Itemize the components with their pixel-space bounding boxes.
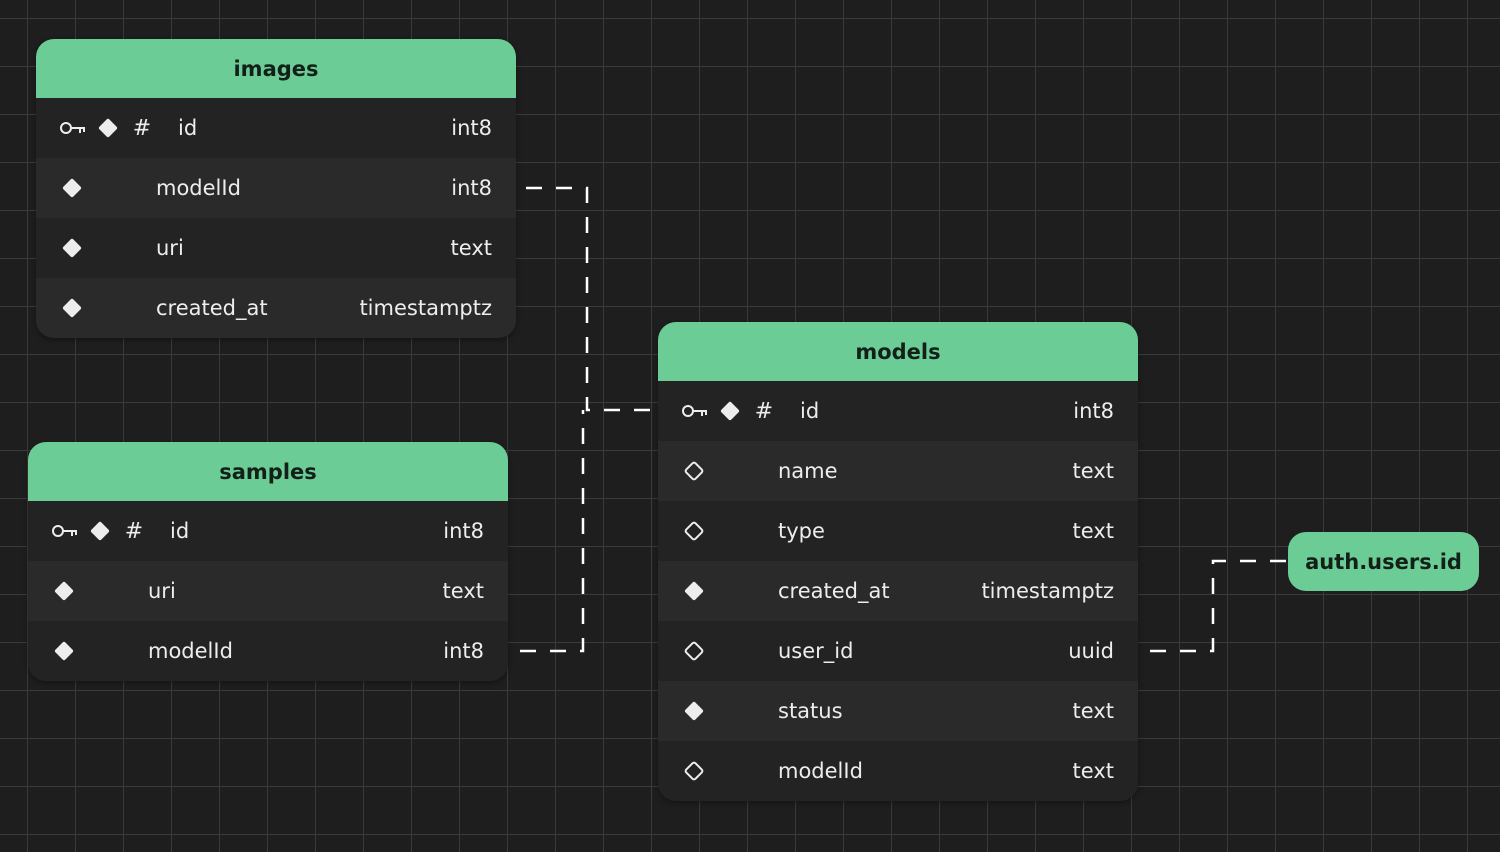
filled-diamond-icon bbox=[718, 381, 742, 441]
hollow-diamond-icon bbox=[682, 621, 706, 681]
column-name: id bbox=[800, 399, 820, 423]
link-images-models bbox=[526, 186, 658, 412]
table-row[interactable]: modelId int8 bbox=[36, 158, 516, 218]
table-row[interactable]: # id int8 bbox=[36, 98, 516, 158]
column-name: modelId bbox=[778, 759, 863, 783]
key-icon bbox=[58, 98, 88, 158]
column-type: int8 bbox=[451, 116, 492, 140]
column-name: status bbox=[778, 699, 843, 723]
table-row[interactable]: user_id uuid bbox=[658, 621, 1138, 681]
filled-diamond-icon bbox=[60, 278, 84, 338]
table-models-header[interactable]: models bbox=[658, 322, 1138, 381]
table-row[interactable]: created_at timestamptz bbox=[36, 278, 516, 338]
table-images[interactable]: images # id int8 modelId int8 uri text bbox=[36, 39, 516, 338]
column-name: id bbox=[178, 116, 198, 140]
column-name: uri bbox=[156, 236, 184, 260]
table-images-header[interactable]: images bbox=[36, 39, 516, 98]
table-samples[interactable]: samples # id int8 uri text modelId int8 bbox=[28, 442, 508, 681]
column-name: user_id bbox=[778, 639, 854, 663]
hollow-diamond-icon bbox=[682, 441, 706, 501]
hash-icon: # bbox=[124, 518, 144, 544]
column-type: text bbox=[1072, 759, 1114, 783]
column-type: timestamptz bbox=[359, 296, 492, 320]
column-type: text bbox=[1072, 459, 1114, 483]
column-type: text bbox=[442, 579, 484, 603]
column-type: int8 bbox=[443, 639, 484, 663]
filled-diamond-icon bbox=[52, 621, 76, 681]
table-row[interactable]: modelId text bbox=[658, 741, 1138, 801]
table-row[interactable]: name text bbox=[658, 441, 1138, 501]
column-name: type bbox=[778, 519, 825, 543]
table-row[interactable]: status text bbox=[658, 681, 1138, 741]
column-type: timestamptz bbox=[981, 579, 1114, 603]
link-models-auth bbox=[1150, 559, 1288, 653]
column-type: text bbox=[450, 236, 492, 260]
column-type: text bbox=[1072, 699, 1114, 723]
table-images-title: images bbox=[233, 56, 319, 81]
external-ref-auth-users-id[interactable]: auth.users.id bbox=[1288, 532, 1479, 591]
column-type: uuid bbox=[1068, 639, 1114, 663]
key-icon bbox=[680, 381, 710, 441]
table-samples-title: samples bbox=[219, 459, 317, 484]
column-type: int8 bbox=[451, 176, 492, 200]
filled-diamond-icon bbox=[88, 501, 112, 561]
table-samples-header[interactable]: samples bbox=[28, 442, 508, 501]
hollow-diamond-icon bbox=[682, 501, 706, 561]
column-name: uri bbox=[148, 579, 176, 603]
external-ref-label: auth.users.id bbox=[1305, 549, 1462, 574]
column-name: modelId bbox=[156, 176, 241, 200]
table-models[interactable]: models # id int8 name text type text bbox=[658, 322, 1138, 801]
column-name: id bbox=[170, 519, 190, 543]
column-name: created_at bbox=[156, 296, 268, 320]
table-row[interactable]: # id int8 bbox=[658, 381, 1138, 441]
filled-diamond-icon bbox=[96, 98, 120, 158]
column-name: created_at bbox=[778, 579, 890, 603]
hash-icon: # bbox=[132, 115, 152, 141]
table-row[interactable]: modelId int8 bbox=[28, 621, 508, 681]
link-samples-models bbox=[520, 410, 585, 653]
column-type: int8 bbox=[1073, 399, 1114, 423]
table-row[interactable]: uri text bbox=[28, 561, 508, 621]
filled-diamond-icon bbox=[52, 561, 76, 621]
table-models-title: models bbox=[855, 339, 941, 364]
table-row[interactable]: created_at timestamptz bbox=[658, 561, 1138, 621]
table-row[interactable]: type text bbox=[658, 501, 1138, 561]
filled-diamond-icon bbox=[60, 158, 84, 218]
column-type: int8 bbox=[443, 519, 484, 543]
table-row[interactable]: # id int8 bbox=[28, 501, 508, 561]
filled-diamond-icon bbox=[682, 681, 706, 741]
filled-diamond-icon bbox=[682, 561, 706, 621]
hash-icon: # bbox=[754, 398, 774, 424]
key-icon bbox=[50, 501, 80, 561]
column-type: text bbox=[1072, 519, 1114, 543]
hollow-diamond-icon bbox=[682, 741, 706, 801]
column-name: name bbox=[778, 459, 838, 483]
column-name: modelId bbox=[148, 639, 233, 663]
table-row[interactable]: uri text bbox=[36, 218, 516, 278]
filled-diamond-icon bbox=[60, 218, 84, 278]
